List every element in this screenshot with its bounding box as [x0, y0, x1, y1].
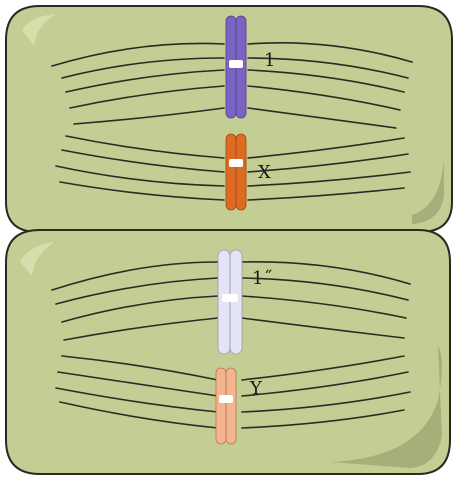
chromosome-y: [216, 368, 236, 444]
centromere: [229, 159, 243, 167]
chromosome-x: [226, 134, 246, 210]
centromere: [222, 294, 238, 302]
cell-bottom: 1˝ Y: [6, 230, 450, 474]
chromatid-right: [226, 368, 236, 444]
cell-top: 1 X: [6, 6, 452, 232]
chromatid-right: [236, 134, 246, 210]
chromatid-left: [216, 368, 226, 444]
chromatid-left: [226, 134, 236, 210]
label-chromosome-x: X: [258, 162, 271, 183]
chromosome-1: [226, 16, 246, 118]
chromosome-1-double-prime: [218, 250, 242, 354]
label-chromosome-y: Y: [249, 378, 263, 399]
label-chromosome-1-double-prime: 1˝: [252, 268, 272, 289]
centromere: [219, 395, 233, 403]
centromere: [229, 60, 243, 68]
label-chromosome-1: 1: [264, 50, 275, 71]
